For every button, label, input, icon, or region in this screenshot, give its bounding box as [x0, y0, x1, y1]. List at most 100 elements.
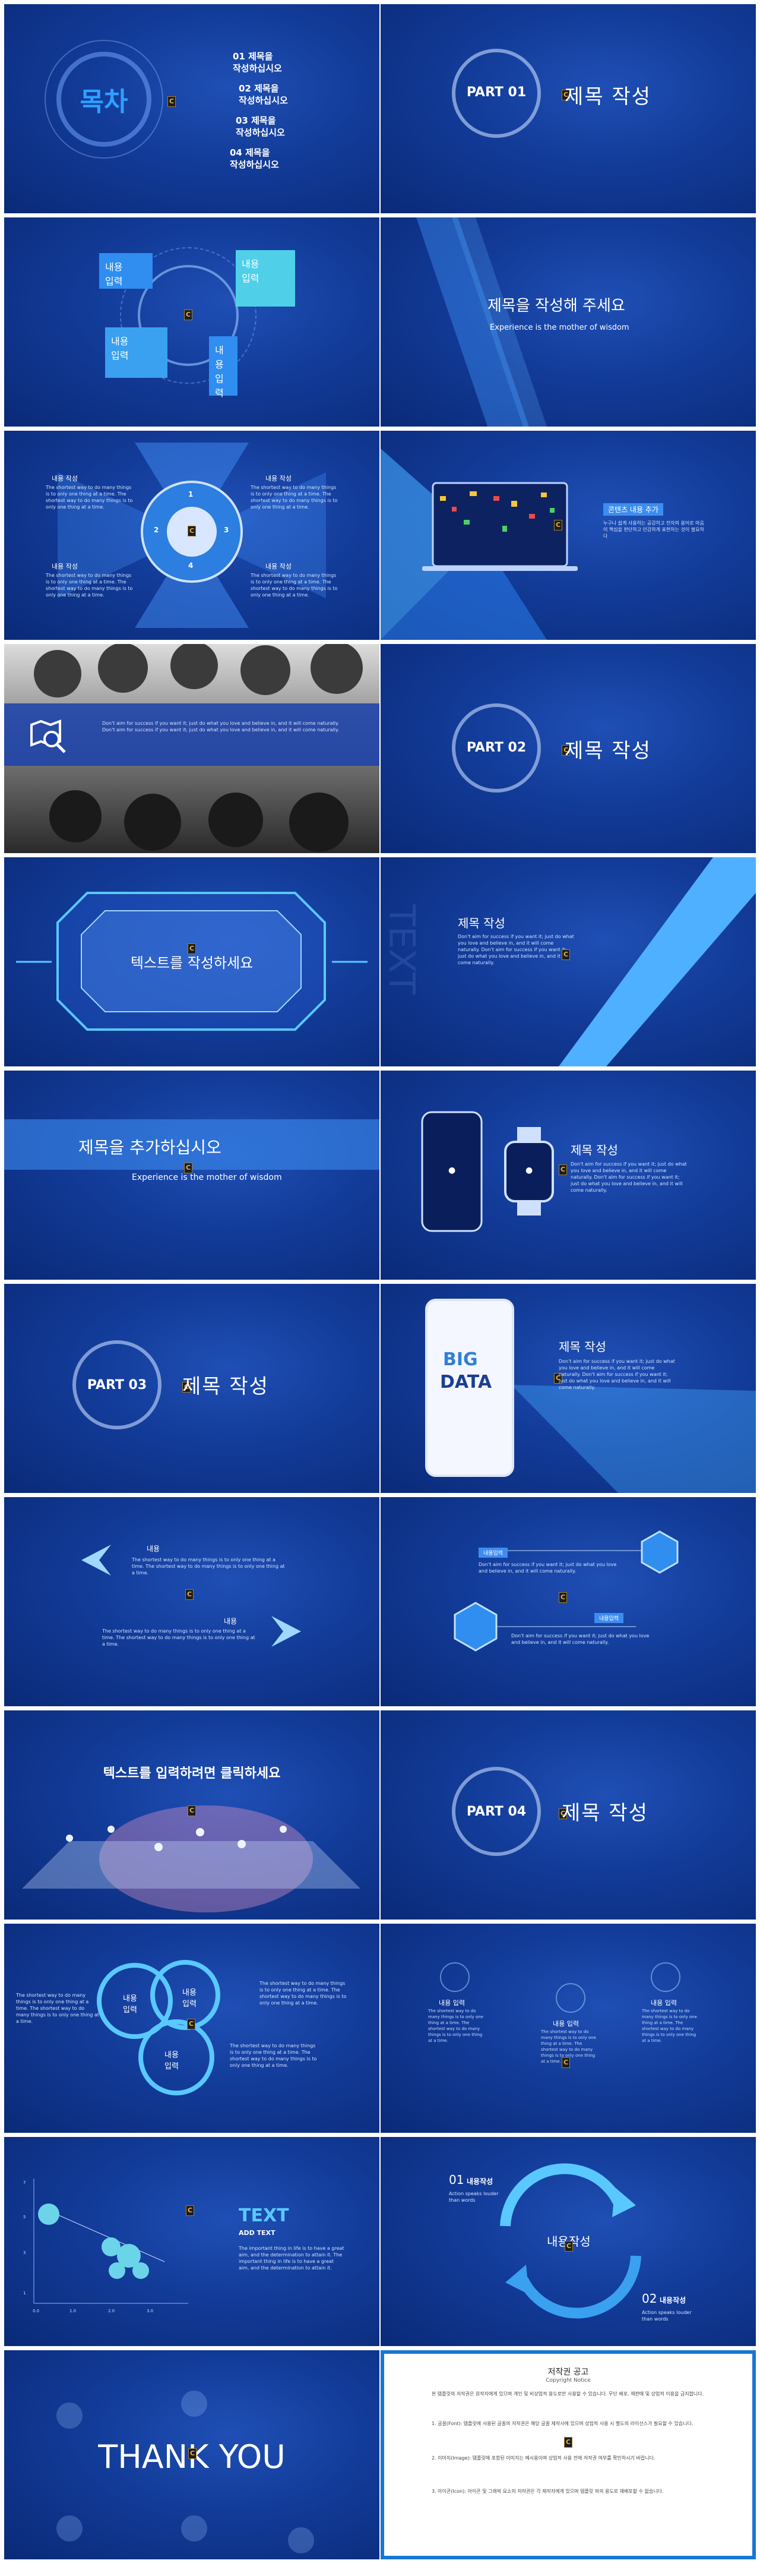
- slide-hud-frame[interactable]: 텍스트를 작성하세요 C: [4, 857, 379, 1066]
- slide-world-people[interactable]: 텍스트를 입력하려면 클릭하세요 C: [4, 1710, 379, 1920]
- content-box-2[interactable]: 내용 입력: [236, 250, 295, 307]
- slide-body: Don't aim for success if you want it; ju…: [458, 934, 574, 965]
- content-box-3[interactable]: 내용 입력: [105, 327, 167, 378]
- body-right-bottom: The shortest way to do many things is to…: [230, 2043, 317, 2068]
- slide-laptop[interactable]: C 콘텐츠 내용 추가 누구나 쉽게 사용하는 공감하고 전자의 용어로 마음이…: [381, 431, 756, 640]
- briefcase-icon: [440, 1962, 470, 1992]
- copyright-paragraph-2: 1. 글꼴(Font): 템플릿에 사용된 글꼴의 저작권은 해당 글꼴 제작사…: [432, 2421, 694, 2426]
- logo-icon: C: [188, 2448, 197, 2459]
- copyright-title: 저작권 공고: [547, 2367, 589, 2377]
- part-title: 제목 작성: [182, 1375, 269, 1399]
- diagram-number-4: 4: [188, 561, 194, 570]
- screen-word-data: DATA: [440, 1372, 492, 1393]
- slide-toc[interactable]: 목차 C 01 제목을 작성하십시오 02 제목을 작성하십시오 03 제목을 …: [4, 4, 379, 213]
- logo-icon: C: [184, 1163, 192, 1173]
- y-tick-3: 3: [23, 2250, 26, 2255]
- slide-phone-watch[interactable]: ● ● 제목 작성 C Don't aim for success if you…: [381, 1071, 756, 1280]
- slide-big-data[interactable]: BIG DATA C 제목 작성 Don't aim for success i…: [381, 1284, 756, 1493]
- slide-arrows[interactable]: 내용 The shortest way to do many things is…: [4, 1497, 379, 1706]
- body-1: The shortest way to do many things is to…: [428, 2009, 483, 2043]
- slide-text-stripe[interactable]: TEXT 제목 작성 Don't aim for success if you …: [381, 857, 756, 1066]
- keys-photo: [34, 644, 363, 852]
- logo-icon: C: [554, 520, 562, 531]
- toc-item-3[interactable]: 03 제목을 작성하십시오: [236, 115, 285, 138]
- logo-icon: C: [562, 90, 570, 100]
- label-top-left: 내용 작성: [52, 475, 78, 482]
- slide-subtitle: ADD TEXT: [239, 2229, 276, 2237]
- diagram-number-1: 1: [188, 490, 194, 498]
- logo-icon: C: [188, 526, 196, 536]
- part-ring: [452, 703, 541, 793]
- logo-icon: C: [182, 1382, 191, 1393]
- slide-title-band[interactable]: 제목을 추가하십시오 Experience is the mother of w…: [4, 1071, 379, 1280]
- diagram-number-2: 2: [154, 526, 159, 534]
- item-2-num: 02: [642, 2291, 657, 2306]
- card-icon: [556, 1983, 585, 2013]
- logo-icon: C: [562, 2057, 570, 2068]
- slide-part-04[interactable]: PART 04 C 제목 작성: [381, 1710, 756, 1920]
- hud-frame-graphic: [16, 892, 368, 1031]
- content-box-4[interactable]: 내용 입력: [209, 336, 238, 399]
- logo-icon: C: [562, 745, 570, 756]
- slide-title: TEXT: [239, 2205, 289, 2226]
- screen-word-big: BIG: [443, 1349, 478, 1370]
- logo-icon: C: [184, 310, 192, 320]
- item-2-body: Action speaks louder than words: [642, 2310, 692, 2322]
- body-3: The shortest way to do many things is to…: [642, 2009, 697, 2043]
- diagonal-shapes: [416, 217, 547, 427]
- part-label: PART 02: [466, 740, 527, 755]
- body-1: Don't aim for success if you want it; ju…: [479, 1562, 617, 1574]
- laptop-graphic: [381, 449, 578, 640]
- toc-item-2[interactable]: 02 제목을 작성하십시오: [239, 83, 288, 106]
- slide-bubble-chart[interactable]: 7 5 3 1 0.0 1.0 2.0 3.0 C TEXT ADD TEXT …: [4, 2137, 379, 2346]
- slide-body: The important thing in life is to have a…: [239, 2246, 344, 2271]
- slide-part-02[interactable]: PART 02 C 제목 작성: [381, 644, 756, 853]
- slide-title-diagonal[interactable]: 제목을 작성해 주세요 Experience is the mother of …: [381, 217, 756, 427]
- item-1-num: 01: [449, 2173, 464, 2187]
- slide-part-03[interactable]: PART 03 C 제목 작성: [4, 1284, 379, 1493]
- body-top-left: The shortest way to do many things is to…: [46, 485, 133, 510]
- slide-part-01[interactable]: PART 01 C 제목 작성: [381, 4, 756, 213]
- slide-three-icons[interactable]: 내용 입력 The shortest way to do many things…: [381, 1924, 756, 2133]
- slide-bubbles[interactable]: 내용 입력 내용 입력 내용 입력 C The shortest way to …: [4, 1924, 379, 2133]
- arrow-shapes: [81, 1545, 301, 1647]
- toc-title: 목차: [80, 87, 128, 117]
- logo-icon: C: [188, 1805, 196, 1816]
- label-3: 내용 입력: [651, 1999, 677, 2007]
- body-left: The shortest way to do many things is to…: [16, 1993, 99, 2024]
- center-ring-outer: [120, 247, 256, 384]
- slide-photo-keys[interactable]: Don't aim for success if you want it; ju…: [4, 644, 379, 853]
- chip-1: 내용입력: [479, 1548, 508, 1558]
- document-icon: [651, 1962, 680, 1992]
- content-box-1[interactable]: 내용 입력: [99, 253, 153, 289]
- slide-thank-you[interactable]: THANK YOU C: [4, 2350, 379, 2559]
- body-2: The shortest way to do many things is to…: [102, 1628, 255, 1647]
- chart-area: [33, 2179, 188, 2304]
- toc-item-4[interactable]: 04 제목을 작성하십시오: [230, 147, 279, 170]
- copyright-paragraph-1: 본 템플릿의 저작권은 원작자에게 있으며 개인 및 비상업적 용도로만 사용할…: [432, 2391, 704, 2397]
- bubble-2: 내용 입력: [182, 1988, 197, 2009]
- slide-cycle[interactable]: 01 내용작성 Action speaks louder than words …: [381, 2137, 756, 2346]
- toc-inner-ring: [56, 52, 151, 147]
- x-tick-3: 2.0: [108, 2309, 115, 2313]
- slide-body: Don't aim for success if you want it; ju…: [571, 1161, 687, 1193]
- slide-title: 텍스트를 입력하려면 클릭하세요: [103, 1766, 281, 1781]
- slide-hexagons[interactable]: 내용입력 Don't aim for success if you want i…: [381, 1497, 756, 1706]
- logo-icon: C: [186, 2205, 194, 2216]
- slide-copyright[interactable]: 저작권 공고 Copyright Notice 본 템플릿의 저작권은 원작자에…: [381, 2350, 756, 2559]
- stripe-shape: [559, 857, 756, 1066]
- slide-cross-diagram[interactable]: 1 2 3 4 C 내용 작성 The shortest way to do m…: [4, 431, 379, 640]
- item-1-body: Action speaks louder than words: [449, 2191, 499, 2203]
- item-1-label: 내용작성: [467, 2177, 493, 2186]
- toc-item-1[interactable]: 01 제목을 작성하십시오: [233, 51, 282, 74]
- hud-center-text: 텍스트를 작성하세요: [130, 955, 254, 971]
- y-tick-4: 1: [23, 2291, 26, 2296]
- part-label: PART 04: [466, 1804, 527, 1819]
- devices-graphic: [421, 1111, 554, 1232]
- blue-band: [4, 703, 379, 766]
- x-tick-2: 1.0: [69, 2309, 77, 2313]
- slide-four-boxes[interactable]: C 내용 입력 내용 입력 내용 입력 내용 입력: [4, 217, 379, 427]
- logo-icon: C: [559, 1592, 567, 1603]
- hexagon-shapes: [454, 1530, 679, 1652]
- slide-subtitle: Experience is the mother of wisdom: [132, 1173, 282, 1182]
